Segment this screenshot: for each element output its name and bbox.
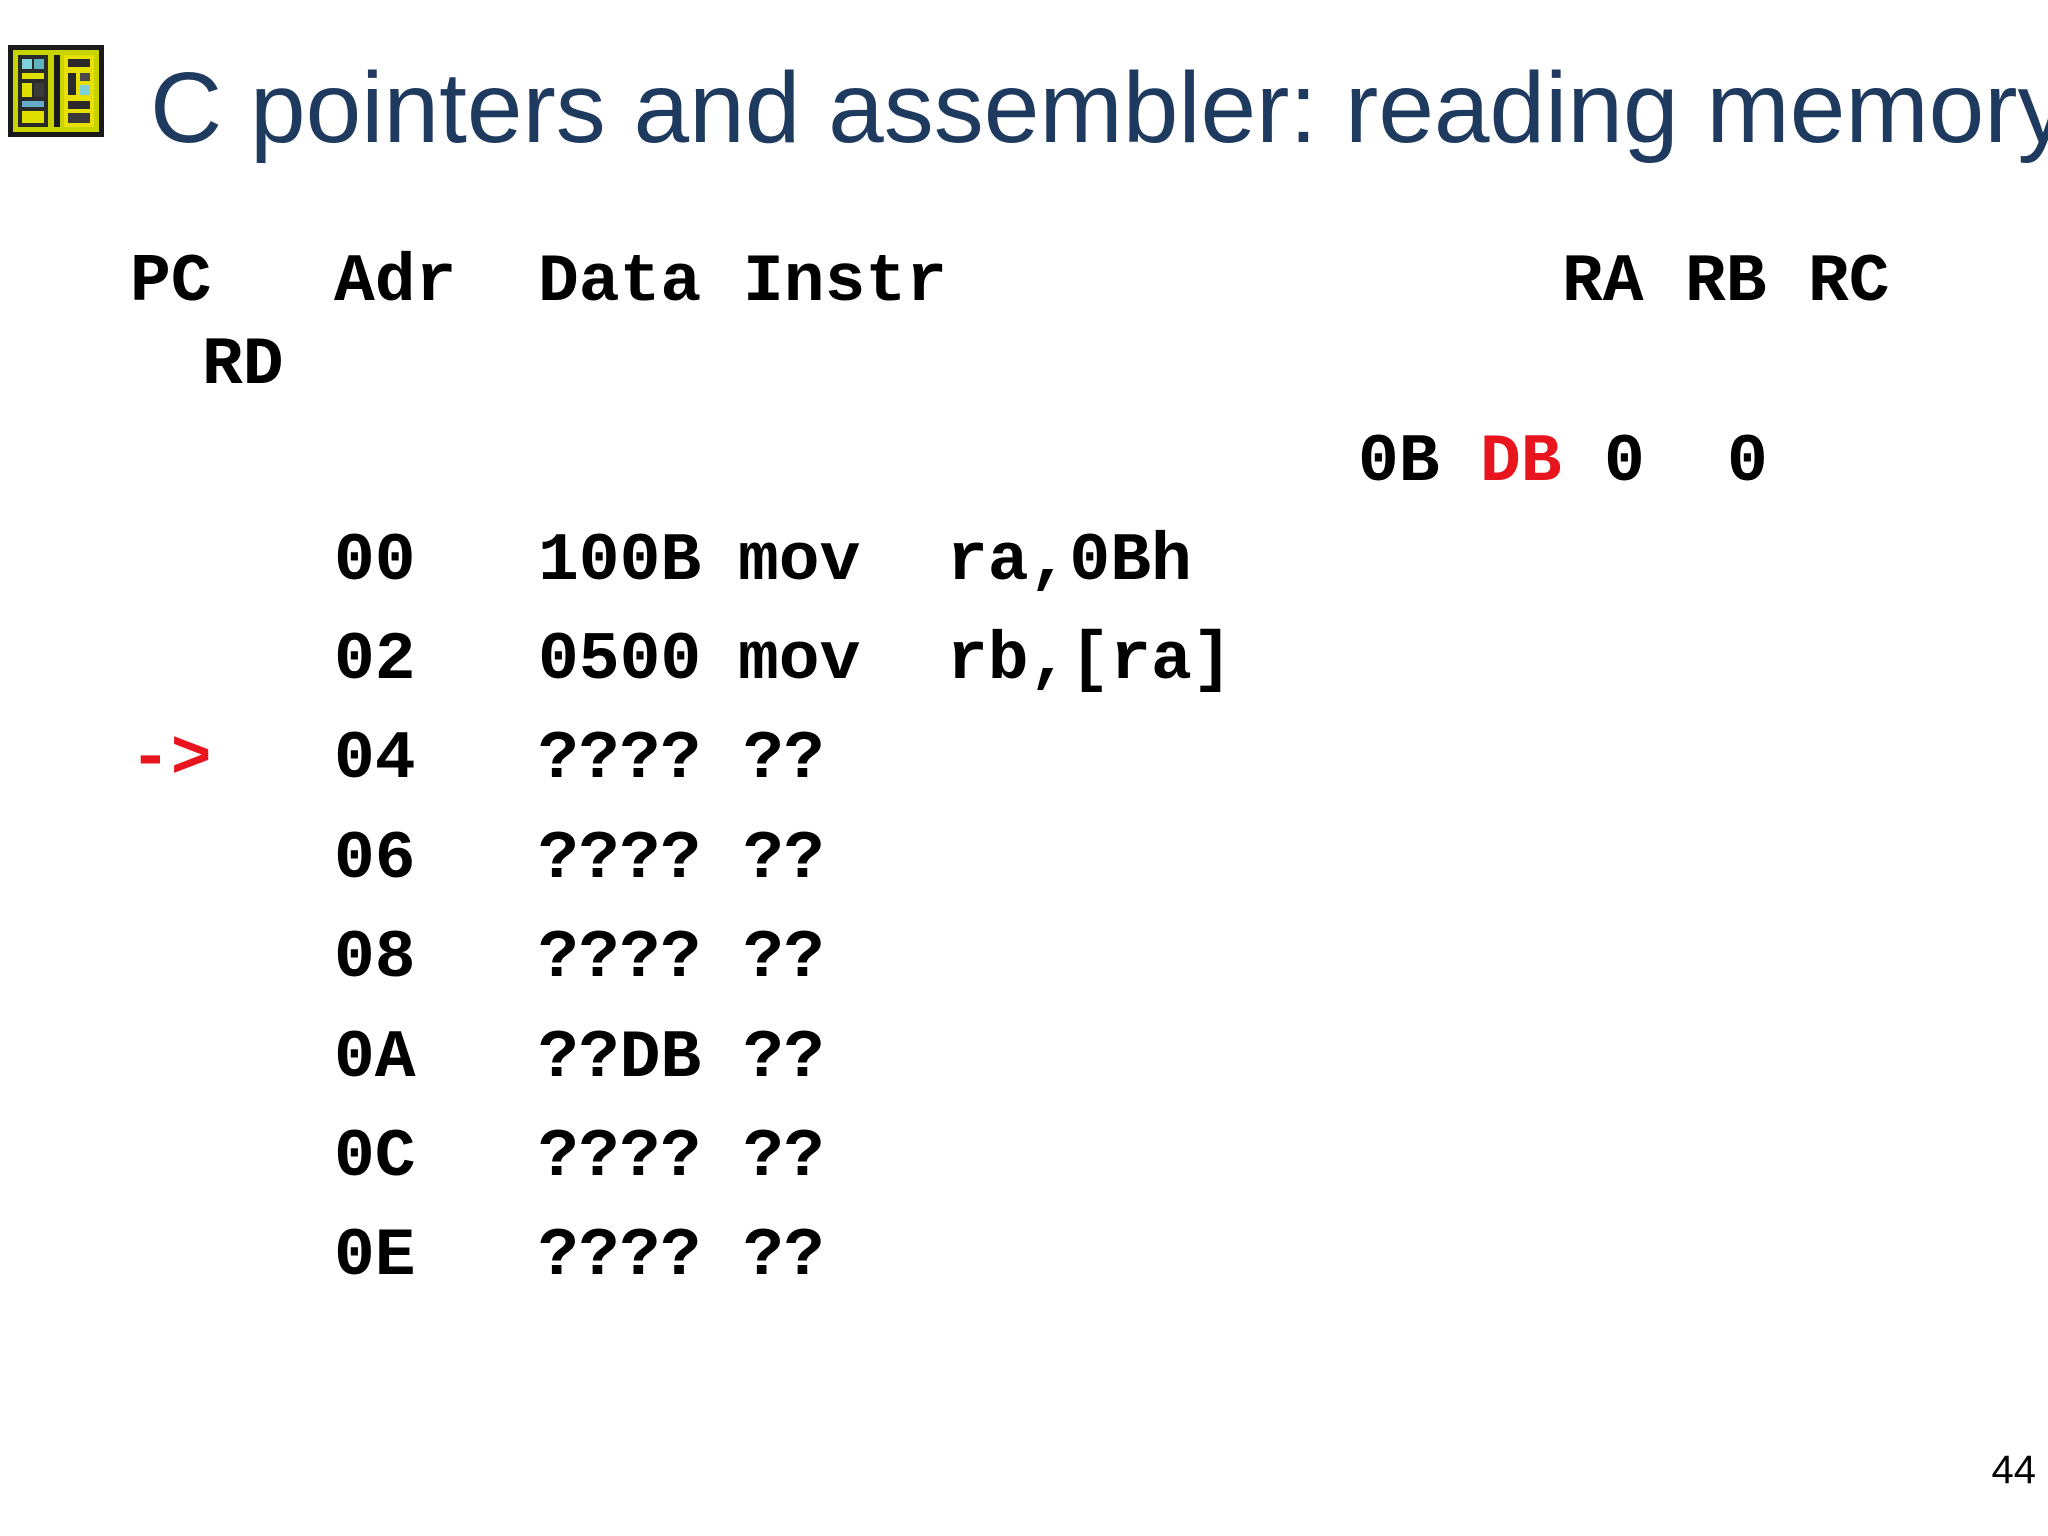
row-data: ???? <box>538 1119 702 1196</box>
row-op: ?? <box>743 1119 825 1196</box>
header-pc: PC <box>130 244 212 321</box>
header-rb: RB <box>1685 244 1767 321</box>
row-adr: 04 <box>334 721 416 798</box>
row-op: ?? <box>743 1020 825 1097</box>
row-data: 0500 <box>538 622 702 699</box>
register-rc-value: 0 <box>1604 424 1645 501</box>
row-op: ?? <box>743 920 825 997</box>
row-adr: 0C <box>334 1119 416 1196</box>
header-data: Data <box>538 244 702 321</box>
row-op: mov <box>738 622 861 699</box>
row-adr: 02 <box>334 622 416 699</box>
row-args: rb,[ra] <box>947 622 1233 699</box>
row-op: mov <box>738 523 861 600</box>
header-ra: RA <box>1562 244 1644 321</box>
row-op: ?? <box>743 721 825 798</box>
row-op: ?? <box>743 1218 825 1295</box>
row-data: 100B <box>538 523 702 600</box>
row-data: ???? <box>538 920 702 997</box>
register-rb-value: DB <box>1480 424 1562 501</box>
row-data: ???? <box>538 821 702 898</box>
chip-icon <box>8 45 104 137</box>
row-adr: 0E <box>334 1218 416 1295</box>
register-ra-value: 0B <box>1358 424 1440 501</box>
row-adr: 06 <box>334 821 416 898</box>
row-args: ra,0Bh <box>947 523 1192 600</box>
row-data: ??DB <box>538 1020 702 1097</box>
row-data: ???? <box>538 1218 702 1295</box>
header-instr: Instr <box>743 244 948 321</box>
header-rc: RC <box>1808 244 1890 321</box>
register-rd-value: 0 <box>1727 424 1768 501</box>
row-data: ???? <box>538 721 702 798</box>
row-op: ?? <box>743 821 825 898</box>
row-adr: 0A <box>334 1020 416 1097</box>
header-rd: RD <box>202 327 284 404</box>
page-number: 44 <box>1991 1448 2037 1492</box>
page-title: C pointers and assembler: reading memory <box>150 52 2048 164</box>
row-adr: 00 <box>334 523 416 600</box>
row-adr: 08 <box>334 920 416 997</box>
pc-arrow: -> <box>130 721 212 798</box>
header-adr: Adr <box>334 244 457 321</box>
